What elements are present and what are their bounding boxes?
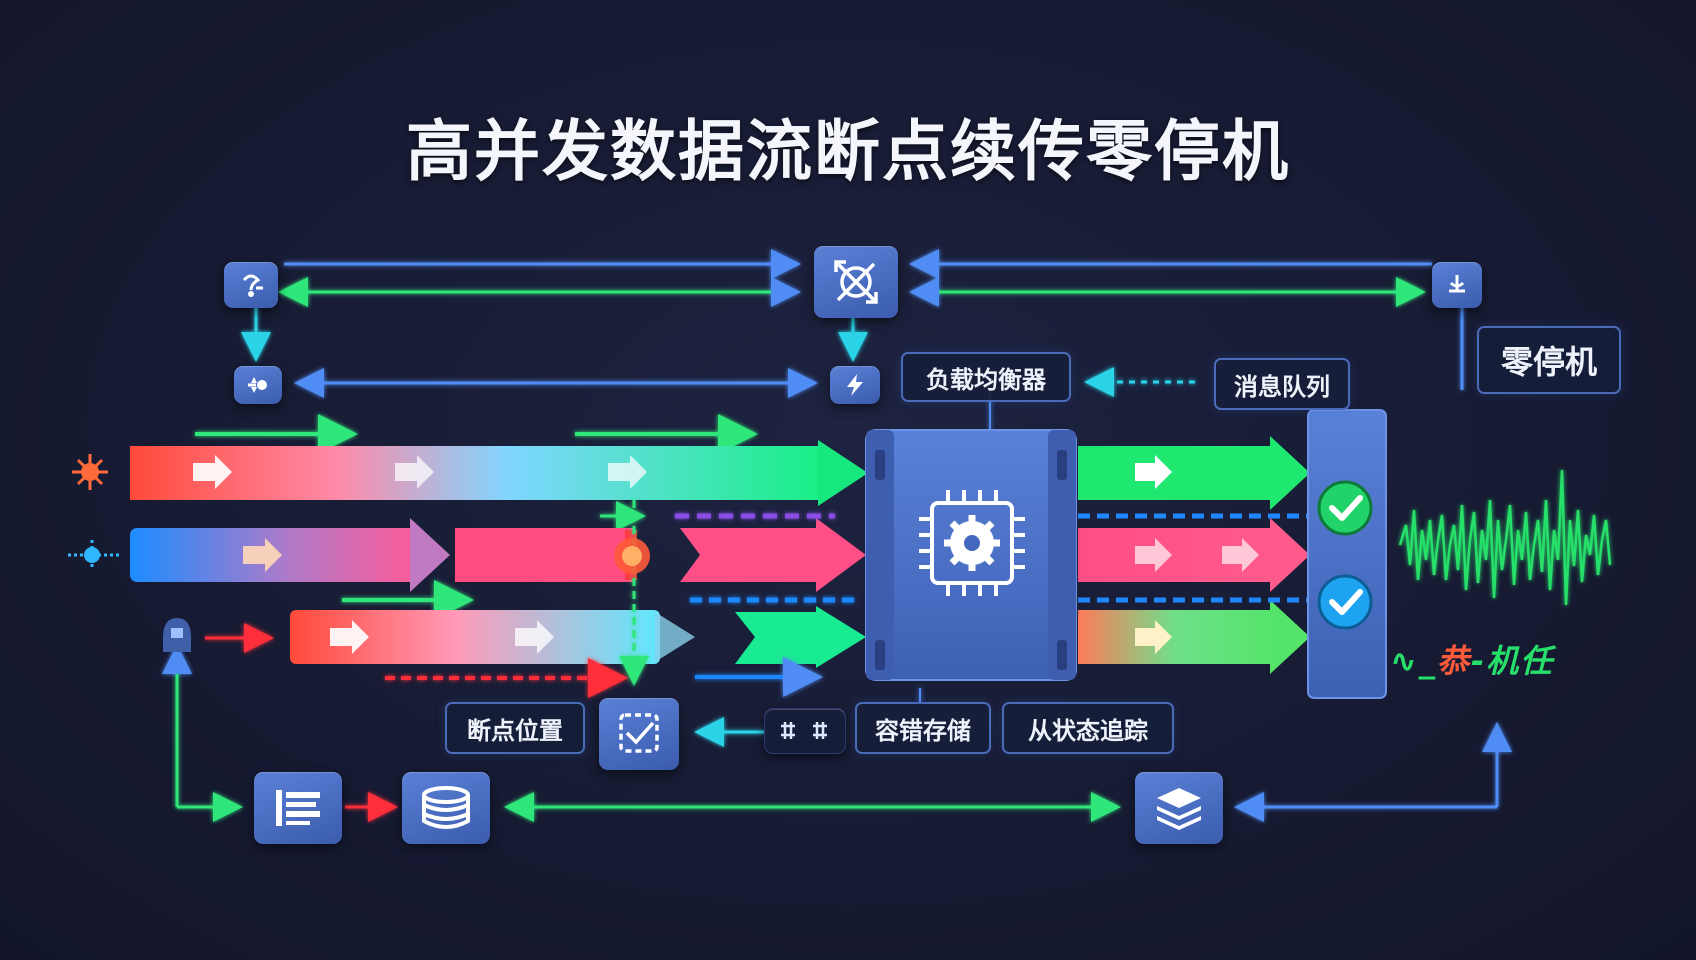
- collector-bar: [1307, 409, 1387, 699]
- source-burst-icon: [72, 454, 108, 490]
- data-stream-3: [290, 606, 866, 668]
- breakpoint-marker: [614, 538, 650, 574]
- fault-tolerant-storage-label[interactable]: 容错存储: [855, 702, 991, 754]
- source-node-icon[interactable]: [224, 262, 278, 308]
- stream-chevrons: [193, 455, 647, 654]
- success-check-icon: [1317, 480, 1373, 536]
- checkpoint-icon[interactable]: [599, 698, 679, 770]
- flow-indicators: [195, 414, 758, 620]
- message-queue-label[interactable]: 消息队列: [1214, 358, 1350, 410]
- target-node-icon[interactable]: [1432, 262, 1482, 308]
- power-icon[interactable]: [830, 366, 880, 404]
- state-tracking-label[interactable]: 从状态追踪: [1002, 702, 1174, 754]
- status-text-part: 任: [1520, 642, 1555, 680]
- page-title: 高并发数据流断点续传零停机: [406, 113, 1290, 190]
- dashed-paths: [385, 500, 860, 698]
- waveform-icon: [1398, 469, 1612, 606]
- data-stream-1: [130, 440, 868, 506]
- status-text-part: ∿_: [1390, 642, 1437, 680]
- output-streams: [1078, 436, 1330, 674]
- network-hub-icon[interactable]: [814, 246, 898, 318]
- status-text: ∿_恭-机任: [1390, 636, 1554, 682]
- status-text-part: -机: [1470, 642, 1521, 680]
- database-icon[interactable]: [402, 772, 490, 844]
- layers-icon[interactable]: [1135, 772, 1223, 844]
- data-stream-2: [130, 518, 866, 592]
- zero-downtime-label[interactable]: 零停机: [1477, 326, 1621, 394]
- bottom-connections: [162, 623, 1512, 822]
- document-list-icon[interactable]: [254, 772, 342, 844]
- success-check-icon: [1317, 574, 1373, 630]
- processor-chip-icon: [919, 490, 1025, 596]
- relay-icon[interactable]: [234, 366, 282, 404]
- source-node-icon: [68, 540, 120, 570]
- top-connections: [241, 249, 1464, 451]
- robot-node-icon: [163, 618, 191, 652]
- load-balancer-label[interactable]: 负载均衡器: [901, 352, 1071, 402]
- breakpoint-position-label[interactable]: 断点位置: [445, 702, 585, 754]
- hash-relay-icon[interactable]: [764, 708, 846, 754]
- status-text-part: 恭: [1436, 642, 1471, 680]
